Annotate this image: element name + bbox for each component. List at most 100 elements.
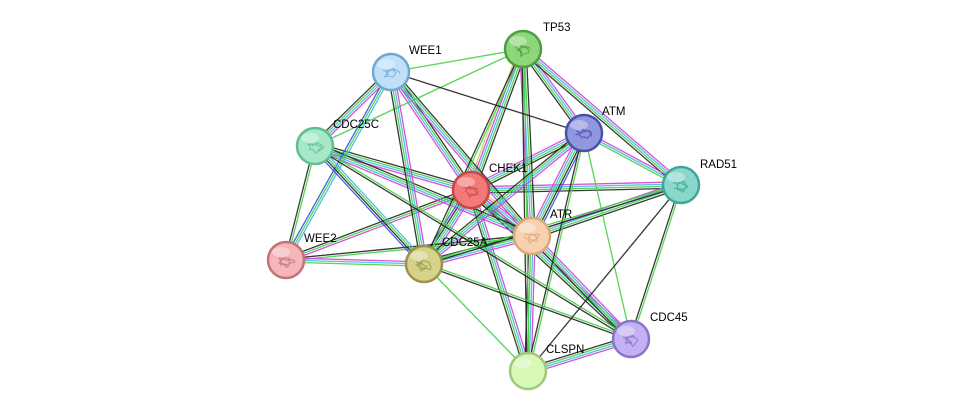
- edge-line-databases: [532, 234, 633, 339]
- edge-line-textmining: [532, 185, 682, 238]
- edge-line-databases: [314, 146, 532, 238]
- edge-line-databases: [391, 71, 426, 264]
- node-clspn[interactable]: CLSPN: [508, 344, 584, 391]
- edge-line-textmining: [472, 49, 526, 191]
- edge-atm-cdc25a[interactable]: [421, 130, 587, 267]
- edge-line-experiments: [387, 73, 469, 193]
- edge-line-textmining: [315, 144, 632, 339]
- edge-line-coexpression: [315, 142, 534, 234]
- edge-atr-tp53[interactable]: [519, 48, 536, 237]
- edge-atm-clspn[interactable]: [526, 132, 586, 372]
- edge-line-coexpression: [390, 71, 585, 134]
- node-label: WEE2: [304, 233, 337, 245]
- node-cdc45[interactable]: CDC45: [611, 312, 688, 359]
- edge-line-textmining: [631, 185, 683, 340]
- edge-line-databases: [471, 189, 530, 371]
- edge-chek1-cdc25c[interactable]: [313, 142, 473, 194]
- node-atm[interactable]: ATM: [564, 106, 625, 153]
- edge-line-coexpression: [315, 142, 473, 188]
- edge-line-databases: [470, 183, 681, 190]
- node-circle: [512, 216, 552, 256]
- edge-line-databases: [529, 131, 583, 236]
- node-atr[interactable]: ATR: [512, 209, 572, 256]
- protein-structure-icon: [672, 180, 689, 193]
- edge-wee2-cdc25a[interactable]: [285, 257, 425, 267]
- edge-chek1-rad51[interactable]: [470, 181, 682, 194]
- protein-structure-icon: [306, 141, 325, 155]
- edge-line-textmining: [583, 132, 632, 340]
- edge-line-textmining: [389, 72, 424, 265]
- node-rad51[interactable]: RAD51: [661, 159, 737, 205]
- node-cdc25a[interactable]: CDC25A: [404, 237, 488, 284]
- node-highlight: [667, 172, 685, 182]
- node-chek1[interactable]: CHEK1: [451, 163, 527, 210]
- edge-line-textmining: [286, 146, 317, 261]
- edge-line-textmining: [523, 48, 534, 236]
- edge-atm-wee1[interactable]: [390, 71, 585, 134]
- edge-atr-cdc45[interactable]: [529, 233, 634, 342]
- edge-tp53-wee1[interactable]: [390, 48, 524, 73]
- edge-atm-cdc45[interactable]: [583, 132, 632, 340]
- edge-cdc25a-cdc45[interactable]: [423, 262, 632, 341]
- edge-line-coexpression: [533, 133, 587, 238]
- edge-tp53-cdc25c[interactable]: [314, 48, 524, 147]
- edge-line-textmining: [315, 144, 472, 190]
- edge-cdc25a-rad51[interactable]: [423, 183, 682, 266]
- protein-structure-icon: [415, 259, 432, 272]
- protein-structure-icon: [462, 185, 479, 199]
- edge-line-databases: [314, 146, 471, 192]
- edge-rad51-cdc45[interactable]: [629, 184, 683, 340]
- node-highlight: [301, 133, 319, 143]
- edge-line-textmining: [424, 262, 632, 339]
- node-label: CDC25C: [333, 119, 379, 131]
- edge-line-textmining: [530, 236, 631, 341]
- node-wee1[interactable]: WEE1: [371, 45, 442, 92]
- edge-line-databases: [523, 47, 683, 185]
- node-circle: [508, 351, 548, 391]
- edge-line-textmining: [424, 49, 525, 265]
- edge-cdc25c-wee2[interactable]: [284, 145, 317, 261]
- node-label: WEE1: [409, 45, 442, 57]
- node-wee2[interactable]: WEE2: [266, 233, 337, 280]
- edge-atr-cdc25c[interactable]: [313, 142, 534, 240]
- node-circle: [295, 126, 335, 166]
- edge-line-homology: [312, 147, 423, 267]
- edge-layer: [283, 46, 684, 375]
- protein-structure-icon: [523, 233, 540, 245]
- edge-tp53-rad51[interactable]: [520, 46, 684, 188]
- protein-structure-icon: [277, 257, 296, 269]
- edge-line-textmining: [528, 133, 586, 372]
- node-highlight: [272, 247, 290, 257]
- edge-tp53-cdc25a[interactable]: [422, 48, 525, 265]
- edge-rad51-clspn[interactable]: [527, 184, 682, 372]
- node-circle: [451, 170, 491, 210]
- edge-line-databases: [521, 49, 532, 237]
- protein-structure-icon: [622, 335, 639, 348]
- edge-wee1-cdc25a[interactable]: [387, 71, 428, 265]
- node-circle: [404, 244, 444, 284]
- edge-line-textmining: [390, 48, 524, 73]
- node-circle: [371, 52, 411, 92]
- edge-line-experiments: [313, 148, 532, 240]
- node-label: CDC45: [650, 312, 688, 324]
- edge-line-coexpression: [525, 48, 536, 236]
- edge-line-coexpression: [629, 184, 681, 339]
- edge-cdc25c-cdc45[interactable]: [314, 144, 632, 341]
- edge-line-coexpression: [314, 146, 631, 341]
- node-label: RAD51: [700, 159, 737, 171]
- edge-cdc25c-cdc25a[interactable]: [312, 143, 427, 267]
- edge-line-experiments: [393, 71, 428, 264]
- edge-line-coexpression: [387, 72, 422, 265]
- edge-tp53-clspn[interactable]: [521, 48, 530, 372]
- node-label: TP53: [543, 22, 571, 34]
- edge-line-databases: [287, 72, 394, 262]
- edge-line-experiments: [468, 48, 522, 190]
- edge-chek1-tp53[interactable]: [466, 47, 528, 192]
- edge-line-textmining: [471, 185, 682, 192]
- node-tp53[interactable]: TP53: [503, 22, 571, 69]
- node-cdc25c[interactable]: CDC25C: [295, 119, 379, 166]
- edge-cdc25a-clspn[interactable]: [423, 263, 529, 372]
- protein-structure-icon: [575, 128, 593, 140]
- node-label: ATR: [550, 209, 572, 221]
